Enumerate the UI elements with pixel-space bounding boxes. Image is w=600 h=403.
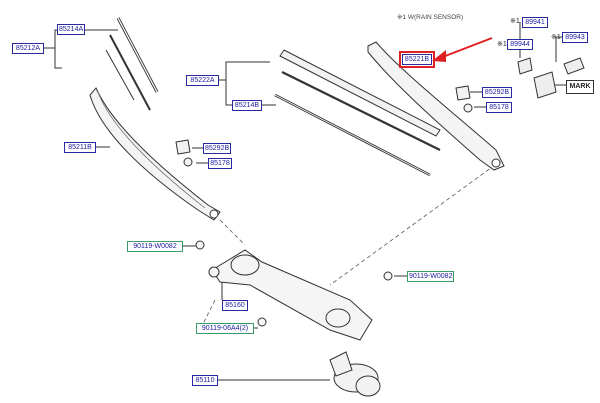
label-85211B[interactable]: 85211B [64, 142, 96, 153]
label-85212A[interactable]: 85212A [12, 43, 44, 54]
right-wiper-arm [367, 41, 505, 171]
label-85214A[interactable]: 85214A [57, 24, 85, 35]
label-85178-left[interactable]: 85178 [208, 158, 232, 169]
mark-label: MARK [566, 80, 594, 94]
label-85292B-right[interactable]: 85292B [482, 87, 512, 98]
label-90119-w0082-left[interactable]: 90119-W0082 [127, 241, 183, 252]
label-89943[interactable]: 89943 [562, 32, 588, 43]
wiper-motor [329, 351, 381, 397]
asterisk-mark: ※1 [510, 18, 520, 25]
rain-sensor-parts [517, 57, 585, 99]
rain-sensor-note: ※1 W(RAIN SENSOR) [397, 14, 464, 21]
label-90119-06a4[interactable]: 90119-06A4(2) [196, 323, 254, 334]
label-85160[interactable]: 85160 [222, 300, 248, 311]
left-wiper-blade [105, 17, 159, 111]
label-85222A[interactable]: 85222A [186, 75, 219, 86]
label-85178-right[interactable]: 85178 [486, 102, 512, 113]
right-wiper-blade [274, 49, 441, 177]
label-89941[interactable]: 89941 [522, 17, 548, 28]
label-90119-w0082-right[interactable]: 90119-W0082 [407, 271, 454, 282]
asterisk-mark: ※1 [551, 34, 561, 41]
leader-lines [44, 22, 566, 381]
left-wiper-arm [89, 87, 221, 221]
cap-and-nut-parts [175, 85, 473, 167]
label-85214B[interactable]: 85214B [232, 100, 262, 111]
asterisk-mark: ※1 [497, 41, 507, 48]
highlight-arrow [432, 37, 493, 62]
wiper-linkage [195, 240, 393, 341]
label-85221B[interactable]: 85221B [399, 51, 435, 68]
label-89944[interactable]: 89944 [507, 39, 533, 50]
dashed-guides [199, 164, 496, 331]
label-85292B-left[interactable]: 85292B [203, 143, 231, 154]
label-85110[interactable]: 85110 [192, 375, 218, 386]
